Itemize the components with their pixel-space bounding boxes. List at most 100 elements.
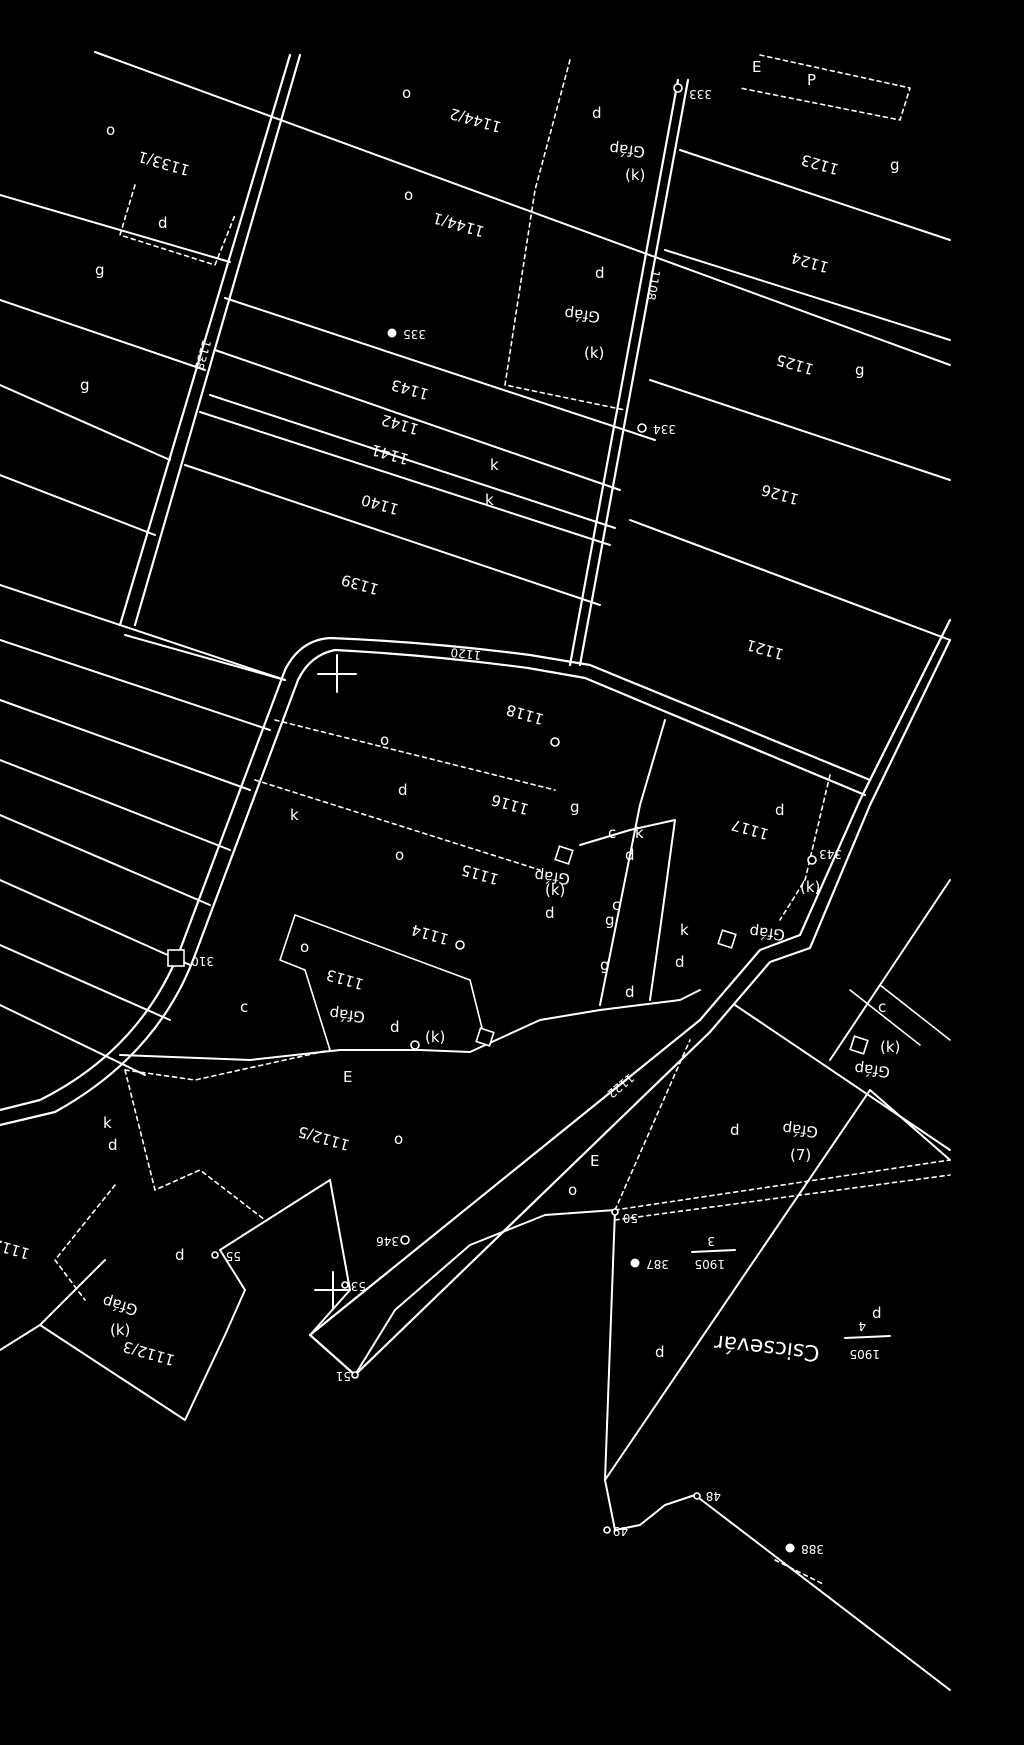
code-sz: (k) — [110, 1321, 130, 1339]
code-o: o — [395, 846, 404, 864]
code-d: d — [175, 1246, 185, 1264]
road-label-1108: 1108 — [644, 269, 663, 302]
boundary-line — [279, 914, 331, 1051]
parcel-1144-2: 1144/2 — [448, 104, 504, 136]
code-d: d — [675, 953, 685, 971]
point-label-343: 343 — [819, 847, 842, 861]
building-symbols — [475, 845, 869, 1055]
code-gaz: Gfáp — [782, 1119, 819, 1141]
point-51 — [351, 1371, 359, 1379]
point-310 — [167, 949, 185, 967]
code-E: E — [343, 1068, 352, 1086]
code-E: E — [590, 1152, 599, 1170]
code-d: d — [398, 781, 408, 799]
parcel-1115: 1115 — [459, 861, 501, 889]
boundary-line — [599, 719, 666, 1006]
land-use-codes: o o o o o o o o d d d d d d d d d d d d … — [80, 58, 900, 1361]
place-name: Csicsevár — [712, 1329, 821, 1365]
boundary-line — [294, 914, 486, 1041]
point-label-51: 51 — [336, 1369, 351, 1383]
road-label-1122: 1122 — [604, 1071, 636, 1101]
parcel-1126: 1126 — [759, 481, 801, 509]
point-1118 — [550, 737, 560, 747]
point-387 — [630, 1258, 640, 1268]
parcel-1121: 1121 — [744, 636, 786, 664]
place-fraction-num: 4 — [858, 1319, 866, 1333]
fraction-num: 3 — [707, 1234, 715, 1248]
point-53 — [341, 1281, 349, 1289]
road-1122-end — [308, 1333, 357, 1377]
code-d: d — [595, 264, 605, 282]
boundary-line — [734, 1004, 951, 1151]
parcel-1113: 1113 — [324, 966, 366, 994]
parcel-1125: 1125 — [774, 351, 816, 379]
boundary-line — [604, 1089, 951, 1481]
boundary-line — [0, 474, 156, 536]
code-d: d — [158, 214, 168, 232]
boundary-line — [0, 584, 286, 681]
code-gaz: Gfáp — [749, 922, 786, 944]
boundary-line — [664, 249, 951, 341]
code-gaz: Gfáp — [564, 304, 601, 326]
code-sz2: (7) — [790, 1146, 811, 1164]
code-o: o — [568, 1181, 577, 1199]
point-334 — [637, 423, 647, 433]
code-k: k — [680, 921, 689, 939]
parcel-1114: 1114 — [409, 921, 451, 949]
point-labels: 333 335 334 310 343 346 53 55 51 50 387 … — [191, 87, 842, 1556]
code-sz: (k) — [800, 878, 820, 896]
boundary-line — [124, 634, 286, 681]
boundary-line — [309, 1179, 351, 1336]
point-333 — [673, 83, 683, 93]
road-east-east — [708, 638, 952, 1034]
boundary-line — [0, 814, 211, 906]
dashed-1116 — [254, 779, 541, 871]
dashed-left-1 — [54, 1184, 116, 1301]
boundary-line — [214, 349, 621, 491]
point-343 — [807, 855, 817, 865]
point-label-334: 334 — [653, 422, 676, 436]
point-label-55: 55 — [226, 1249, 241, 1263]
parcel-labels: 1133/1 1144/2 1144/1 1143 1142 1141 1140… — [0, 104, 841, 1369]
survey-points — [167, 83, 817, 1553]
boundary-line — [39, 1259, 246, 1421]
code-k: k — [485, 491, 494, 509]
dashed-50b — [614, 1174, 951, 1221]
boundary-line — [0, 1324, 41, 1351]
code-g: g — [600, 956, 610, 974]
code-d: d — [655, 1343, 665, 1361]
parcel-1112-2: 1112/2 — [0, 1231, 32, 1263]
code-g: g — [890, 156, 900, 174]
code-o: o — [300, 938, 309, 956]
point-55 — [211, 1251, 219, 1259]
point-label-388: 388 — [801, 1542, 824, 1556]
code-o: o — [106, 121, 115, 139]
place-fraction-den: 1905 — [849, 1347, 880, 1361]
code-c: c — [878, 998, 886, 1016]
code-d: d — [775, 801, 785, 819]
boundary-line — [219, 1179, 331, 1291]
boundary-line — [209, 394, 616, 529]
point-335 — [387, 328, 397, 338]
code-d: d — [390, 1018, 400, 1036]
code-g: g — [855, 361, 865, 379]
point-label-346: 346 — [376, 1234, 399, 1248]
road-1138-east — [133, 53, 302, 627]
parcel-1140: 1140 — [359, 491, 401, 519]
point-49 — [603, 1526, 611, 1534]
road-1120-north — [0, 636, 872, 1112]
boundary-line — [184, 464, 601, 606]
boundary-line — [199, 411, 611, 546]
dashed-1118 — [274, 719, 556, 791]
code-gaz: Gfáp — [100, 1292, 139, 1319]
point-388 — [785, 1543, 795, 1553]
code-k: k — [103, 1114, 112, 1132]
code-k: k — [635, 824, 644, 842]
dashed-yard-1144 — [504, 59, 626, 411]
point-345 — [410, 1040, 420, 1050]
parcel-1141: 1141 — [369, 441, 411, 469]
code-sz: (k) — [545, 881, 565, 899]
building-symbol — [849, 1035, 869, 1055]
parcel-1123: 1123 — [799, 151, 841, 179]
